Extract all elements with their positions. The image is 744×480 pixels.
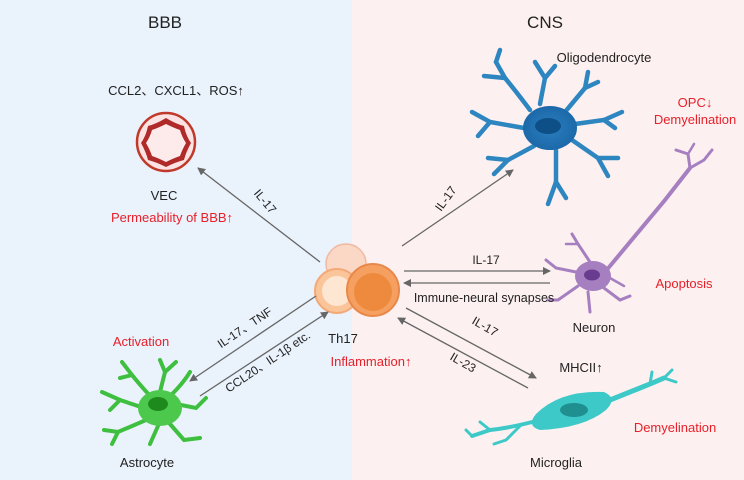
microglia-effect: Demyelination <box>634 420 716 435</box>
th17-icon <box>314 243 400 317</box>
astrocyte-effect: Activation <box>113 334 169 349</box>
microglia-label: Microglia <box>530 455 583 470</box>
arrow-th17-to-microglia <box>405 307 537 379</box>
arrow-microglia-to-th17 <box>397 317 529 389</box>
oligodendrocyte-icon <box>469 47 625 207</box>
oligodendrocyte-nucleus <box>535 118 561 134</box>
cns-panel <box>352 0 744 480</box>
astrocyte-label: Astrocyte <box>120 455 174 470</box>
vec-effect: Permeability of BBB↑ <box>111 210 233 225</box>
neuron-effect: Apoptosis <box>655 276 713 291</box>
arrow-th17-to-oligodendrocyte <box>401 169 514 247</box>
astrocyte-nucleus <box>148 397 168 411</box>
vec-icon <box>135 111 197 173</box>
arrow-label-neuron: IL-17 <box>472 253 500 267</box>
neuron-icon <box>544 142 714 314</box>
oligodendrocyte-effect-1: OPC↓ <box>678 95 713 110</box>
microglia-icon <box>464 368 678 446</box>
bbb-title: BBB <box>148 13 182 32</box>
th17-label: Th17 <box>328 331 358 346</box>
vec-factors: CCL2、CXCL1、ROS↑ <box>108 83 244 98</box>
oligodendrocyte-effect-2: Demyelination <box>654 112 736 127</box>
neuron-nucleus <box>584 269 600 281</box>
th17-status: Inflammation↑ <box>331 354 412 369</box>
cns-title: CNS <box>527 13 563 32</box>
oligodendrocyte-label: Oligodendrocyte <box>557 50 652 65</box>
vec-label: VEC <box>151 188 178 203</box>
arrow-astrocyte-to-th17 <box>199 311 329 397</box>
arrow-th17-to-vec <box>197 167 321 263</box>
neuron-label: Neuron <box>573 320 616 335</box>
microglia-nucleus <box>560 403 588 417</box>
astrocyte-icon <box>100 358 208 446</box>
synapse-label: Immune-neural synapses <box>414 291 554 305</box>
microglia-marker: MHCII↑ <box>559 360 602 375</box>
arrow-th17-to-astrocyte <box>189 295 317 382</box>
